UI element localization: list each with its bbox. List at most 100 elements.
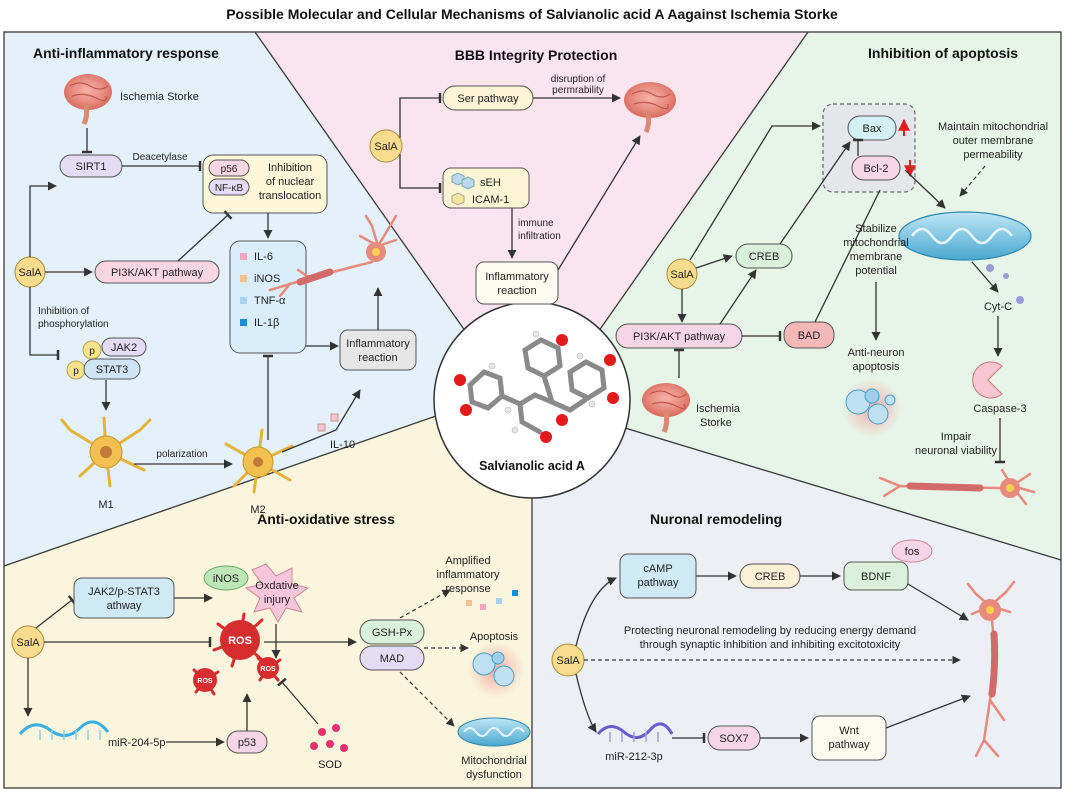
stabilize-line3: membrane: [850, 251, 903, 263]
panel-anti-inflammatory: Ischemia Storke SIRT1 Deacetylase p56 NF…: [14, 74, 417, 516]
sod-label: SOD: [318, 759, 342, 771]
jak-stat-line2: athway: [107, 600, 142, 612]
fos-ellipse: [891, 539, 933, 563]
p-label-stat3: p: [73, 366, 79, 377]
ischemia-apoptosis-line2: Storke: [700, 417, 732, 429]
m2-label: M2: [250, 504, 265, 516]
bdnf-label: BDNF: [861, 571, 891, 583]
caspase-label: Caspase-3: [973, 403, 1026, 415]
sala-label-bbb: SalA: [374, 141, 398, 153]
icam-label: ICAM-1: [472, 194, 509, 206]
p-label-jak2: p: [89, 346, 95, 357]
cytokine-label-1: iNOS: [254, 273, 280, 285]
microglia-m1-icon: [60, 416, 152, 488]
ros-label-small1: ROS: [197, 678, 213, 685]
neuron-icon-left: [268, 214, 398, 298]
brain-icon-apoptosis: [642, 383, 690, 434]
jak2-box: [101, 337, 147, 357]
phos-line1: Inhibition of: [38, 306, 89, 317]
nfkb-label: NF-κB: [215, 183, 244, 194]
wnt-line2: pathway: [829, 739, 870, 751]
maintain-line3: permeability: [963, 149, 1023, 161]
stabilize-line4: potential: [855, 265, 897, 277]
jak-stat-line1: JAK2/p-STAT3: [88, 586, 160, 598]
sala-node-bbb: [369, 129, 403, 163]
sala-label-left: SalA: [18, 267, 42, 279]
inos-label-oxidative: iNOS: [213, 573, 239, 585]
bax-label: Bax: [863, 123, 882, 135]
inflammatory-bbb-line2: reaction: [497, 285, 536, 297]
neuron-icon-remodeling: [966, 580, 1016, 758]
panel-backgrounds: [4, 32, 1061, 788]
microglia-m2-icon: [224, 428, 294, 494]
sala-label-remodeling: SalA: [556, 655, 580, 667]
brain-icon: [64, 74, 112, 126]
inflammatory-bbb-line1: Inflammatory: [485, 271, 549, 283]
neuron-icon-apoptosis: [878, 468, 1036, 506]
heading-bbb: BBB Integrity Protection: [455, 47, 618, 63]
amplified-line3: response: [445, 583, 490, 595]
mitochondrion-icon-oxidative: [457, 717, 531, 747]
sod-dots-icon: [310, 724, 348, 752]
cytokine-particles: [466, 590, 518, 610]
m1-label: M1: [98, 499, 113, 511]
polarization-label: polarization: [156, 449, 207, 460]
ischemia-label: Ischemia Storke: [120, 91, 199, 103]
cytokine-label-0: IL-6: [254, 251, 273, 263]
panel-oxidative: SalA JAK2/p-STAT3 athway iNOS Oxdative i…: [11, 555, 531, 781]
oxidative-injury-starburst: [244, 563, 310, 624]
stabilize-line1: Stabilize: [855, 223, 897, 235]
panel-remodeling: SalA cAMP pathway CREB BDNF fos Protecti…: [551, 539, 1016, 763]
oxd-line2: injury: [264, 594, 291, 606]
ser-pathway-label: Ser pathway: [457, 93, 519, 105]
center-label: Salvianolic acid A: [479, 459, 585, 473]
bad-label: BAD: [798, 330, 821, 342]
mad-label: MAD: [380, 653, 405, 665]
inhibition-line2: of nuclear: [266, 176, 315, 188]
bax-box: [847, 115, 897, 141]
camp-line1: cAMP: [643, 563, 672, 575]
mito-line2: dysfunction: [466, 769, 522, 781]
mirna-wave-icon-remodeling: [596, 722, 674, 739]
cytc-particles: [986, 264, 1024, 304]
mito-line1: Mitochondrial: [461, 755, 526, 767]
pi3k-box-left: [94, 260, 220, 284]
disruption-line2: permrability: [552, 85, 604, 96]
gshpx-box: [359, 619, 425, 645]
inhibition-line3: translocation: [259, 190, 321, 202]
pi3k-label-left: PI3K/AKT pathway: [111, 267, 204, 279]
panel-borders: [3, 31, 1062, 789]
cytokine-box: [229, 240, 307, 354]
stat3-box: [83, 358, 141, 380]
mad-box: [359, 645, 425, 671]
nfkb-box: [208, 178, 250, 196]
p56-label: p56: [221, 164, 238, 175]
heading-apoptosis: Inhibition of apoptosis: [868, 45, 1018, 61]
seh-label: sEH: [480, 177, 501, 189]
heading-remodeling: Nuronal remodeling: [650, 511, 782, 527]
sirt1-label: SIRT1: [76, 161, 107, 173]
protect-line2: through synaptic inhibition and inhibiti…: [640, 639, 901, 651]
creb-box-apoptosis: [735, 243, 793, 269]
protect-line1: Protecting neuronal remodeling by reduci…: [624, 625, 916, 637]
heading-anti-inflammatory: Anti-inflammatory response: [33, 45, 219, 61]
antineuron-line2: apoptosis: [852, 361, 900, 373]
gshpx-label: GSH-Px: [372, 627, 413, 639]
cytc-label: Cyt-C: [984, 301, 1012, 313]
sala-label-oxidative: SalA: [16, 637, 40, 649]
ros-label: ROS: [228, 635, 252, 647]
apoptosis-bg: [582, 32, 1061, 560]
stabilize-line2: mitochondrial: [843, 237, 908, 249]
creb-label-apoptosis: CREB: [749, 251, 780, 263]
sox7-label: SOX7: [719, 733, 748, 745]
camp-box: [619, 553, 697, 599]
wnt-box: [811, 715, 887, 761]
camp-line2: pathway: [638, 577, 679, 589]
antineuron-line1: Anti-neuron: [848, 347, 905, 359]
mir212-label: miR-212-3p: [605, 751, 662, 763]
center-molecule: Salvianolic acid A: [433, 301, 631, 499]
cytokine-label-3: IL-1β: [254, 317, 279, 329]
sala-label-apoptosis: SalA: [670, 269, 694, 281]
